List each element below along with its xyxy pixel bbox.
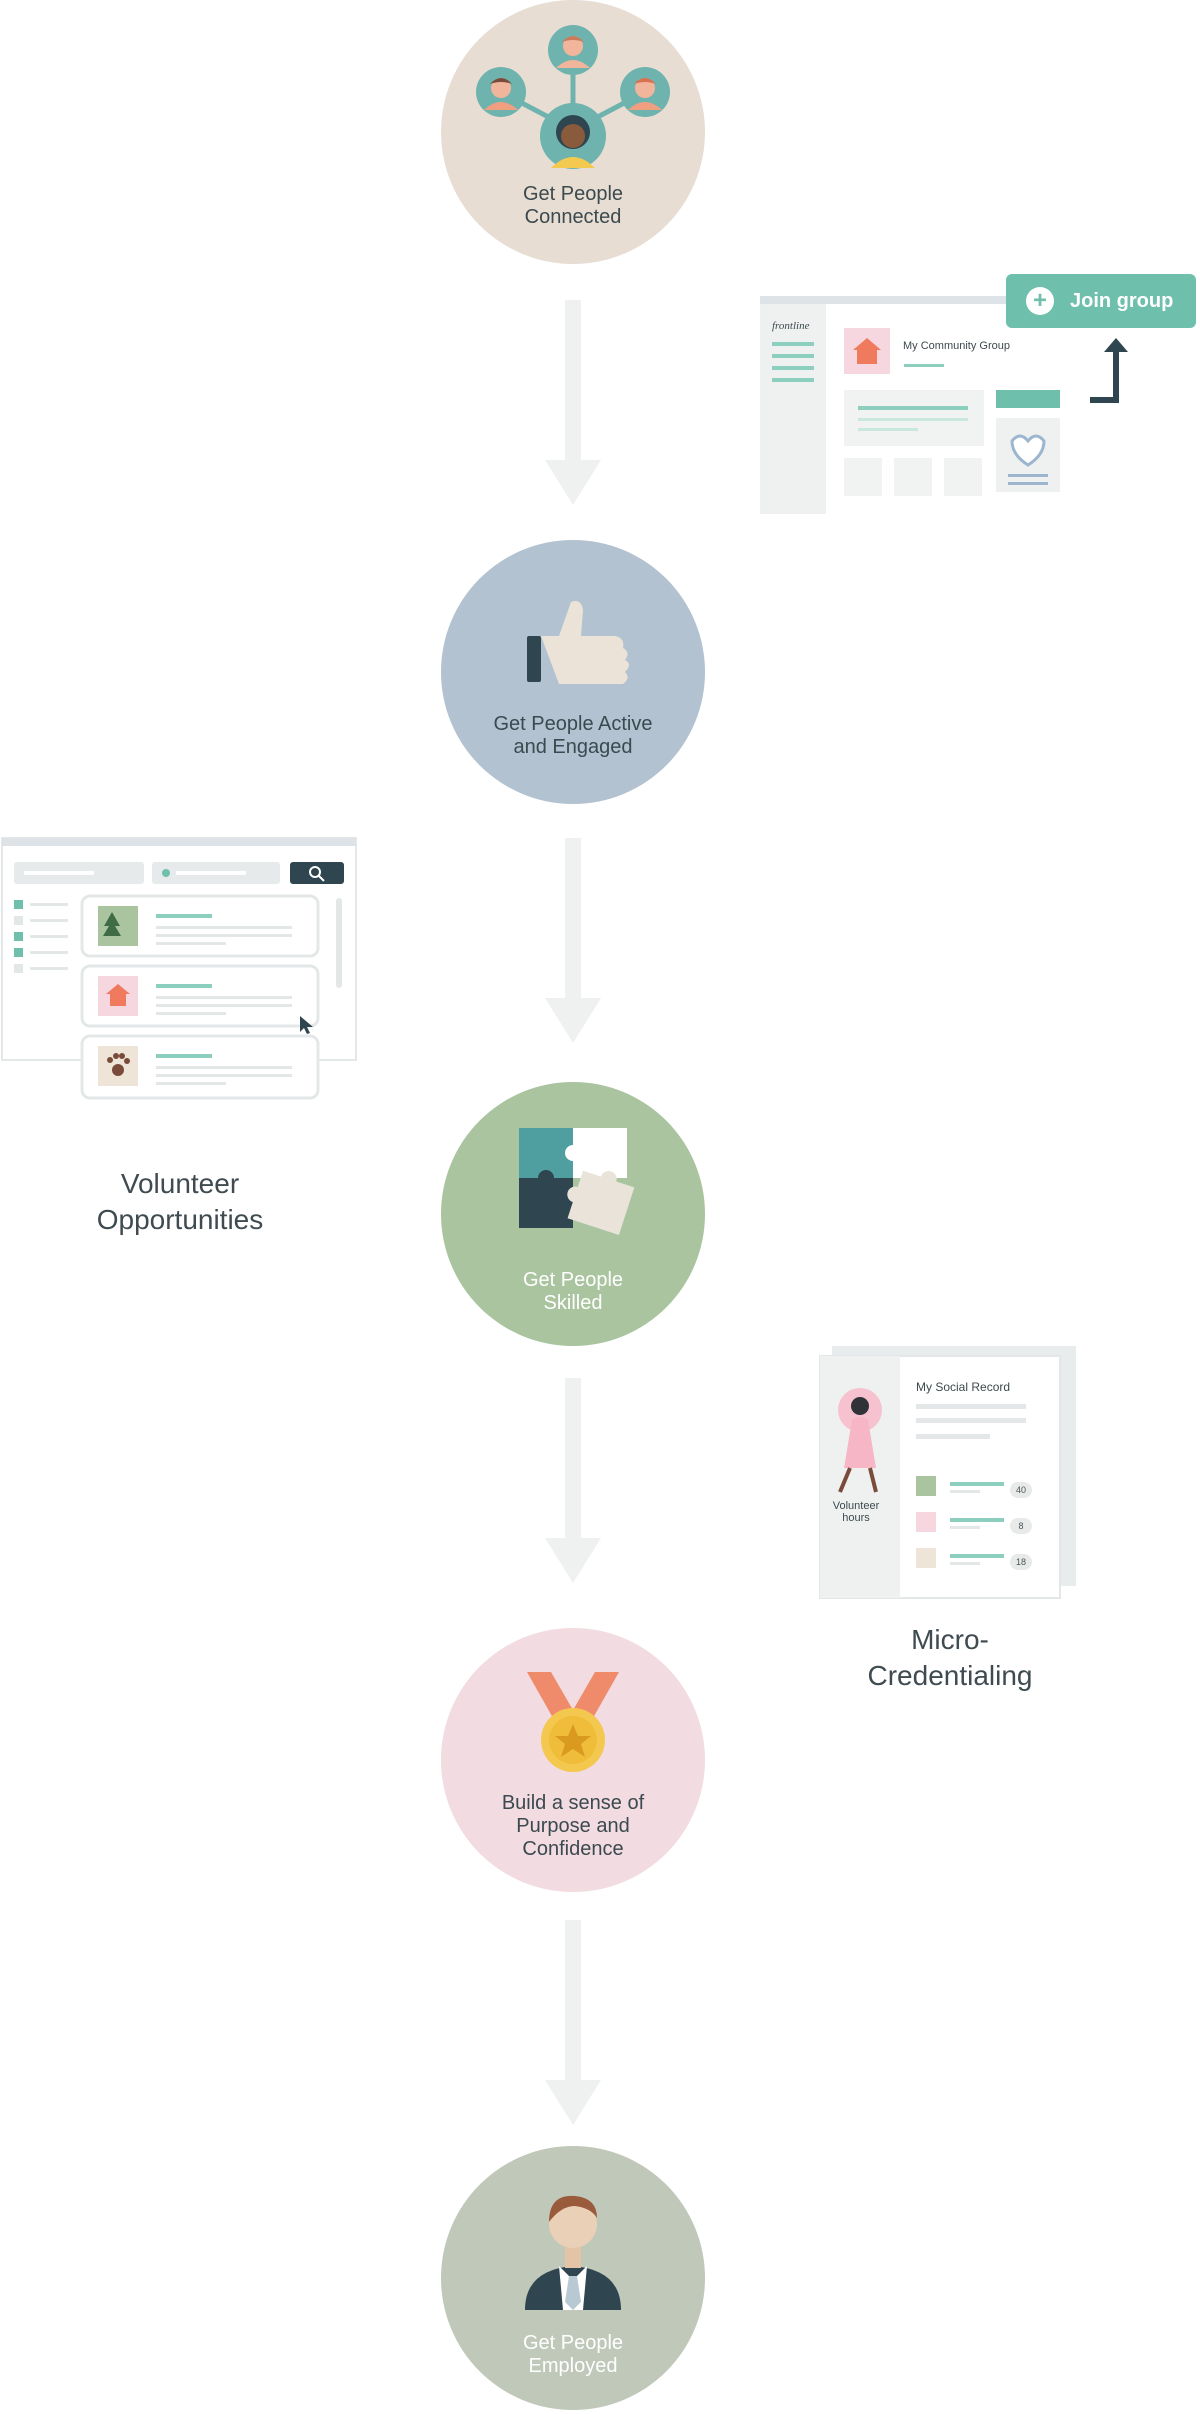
social-record-mockup (819, 1346, 1076, 1599)
employee-icon (525, 2195, 621, 2310)
step-active-engaged: Get People Active and Engaged (441, 540, 705, 804)
record-title: My Social Record (916, 1380, 1011, 1394)
down-arrow (545, 838, 601, 1043)
step-label: Get People Active and Engaged (493, 713, 653, 758)
hours-label: Volunteer hours (832, 1500, 880, 1524)
step-purpose: Build a sense of Purpose and Confidence (441, 1628, 705, 1892)
group-name: My Community Group (903, 340, 1010, 352)
badge-count: 18 (1010, 1554, 1032, 1570)
step-label: Get People Employed (522, 2332, 624, 2377)
sidebar-title: frontline (772, 320, 810, 332)
step-skilled: Get People Skilled (441, 1082, 705, 1346)
volunteer-search-mockup (1, 837, 357, 1100)
plus-icon: + (1026, 287, 1054, 315)
badge-count: 40 (1010, 1482, 1032, 1498)
trees-icon (103, 912, 121, 936)
search-icon (309, 866, 321, 878)
step-label: Get People Connected (522, 183, 624, 228)
cursor-icon (300, 1016, 313, 1034)
down-arrow (545, 1378, 601, 1583)
down-arrow (545, 300, 601, 505)
badge-count: 8 (1010, 1518, 1032, 1534)
down-arrow (545, 1920, 601, 2125)
step-connected: Get People Connected (441, 0, 705, 264)
credential-caption: Micro- Credentialing (867, 1624, 1033, 1691)
community-group-mockup (760, 296, 1060, 514)
puzzle-icon (519, 1128, 635, 1235)
step-label: Build a sense of Purpose and Confidence (501, 1792, 645, 1860)
people-network-icon (476, 25, 670, 169)
step-label: Get People Skilled (522, 1269, 624, 1314)
home-heart-icon (853, 338, 881, 364)
step-employed: Get People Employed (441, 2146, 705, 2410)
join-group-button[interactable]: + Join group (1006, 274, 1196, 328)
paw-icon (107, 1053, 130, 1076)
volunteer-caption: Volunteer Opportunities (96, 1168, 264, 1235)
medal-icon (527, 1672, 619, 1772)
thumbs-up-icon (527, 601, 629, 684)
home-heart-icon (106, 984, 130, 1006)
return-arrow-icon (1090, 338, 1128, 403)
join-group-label: Join group (1070, 290, 1174, 312)
